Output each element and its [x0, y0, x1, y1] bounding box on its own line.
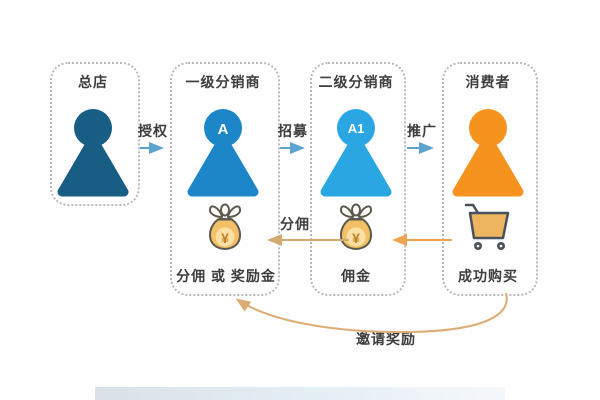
share-commission-arrow-label: 分佣: [280, 216, 310, 232]
level2-reward-label: 佣金: [341, 268, 371, 284]
yuan-symbol-level1: ¥: [221, 230, 229, 246]
shopping-cart-icon: [464, 203, 510, 250]
level2-box-title: 二级分销商: [318, 74, 394, 90]
level2-badge: A1: [348, 121, 365, 136]
bottom-accent-bar: [95, 387, 505, 400]
consumer-box-title: 消费者: [465, 74, 511, 90]
level1-person-icon: A: [187, 109, 259, 197]
invite-reward-arrow-label: 邀请奖励: [356, 331, 416, 347]
consumer-person-icon: [452, 109, 524, 197]
yuan-symbol-level2: ¥: [352, 230, 360, 246]
level1-badge: A: [218, 121, 229, 138]
purchase-label: 成功购买: [458, 268, 518, 284]
hq-box: [50, 62, 140, 206]
level1-reward-label: 分佣 或 奖励金: [176, 268, 276, 284]
level1-box-title: 一级分销商: [185, 74, 261, 90]
consumer-box: [442, 62, 538, 296]
hq-person-icon: [57, 109, 129, 197]
invite-reward-arrow: [235, 292, 508, 334]
level1-distributor-box: [170, 62, 280, 296]
hq-box-title: 总店: [78, 74, 108, 90]
level1-money-bag-icon: ¥: [208, 203, 242, 250]
authorize-arrow-label: 授权: [138, 123, 168, 139]
recruit-arrow-label: 招募: [278, 123, 308, 139]
level2-person-icon: A1: [320, 109, 392, 197]
promote-arrow-label: 推广: [407, 123, 437, 139]
level2-money-bag-icon: ¥: [339, 203, 373, 250]
level2-distributor-box: [310, 62, 406, 296]
